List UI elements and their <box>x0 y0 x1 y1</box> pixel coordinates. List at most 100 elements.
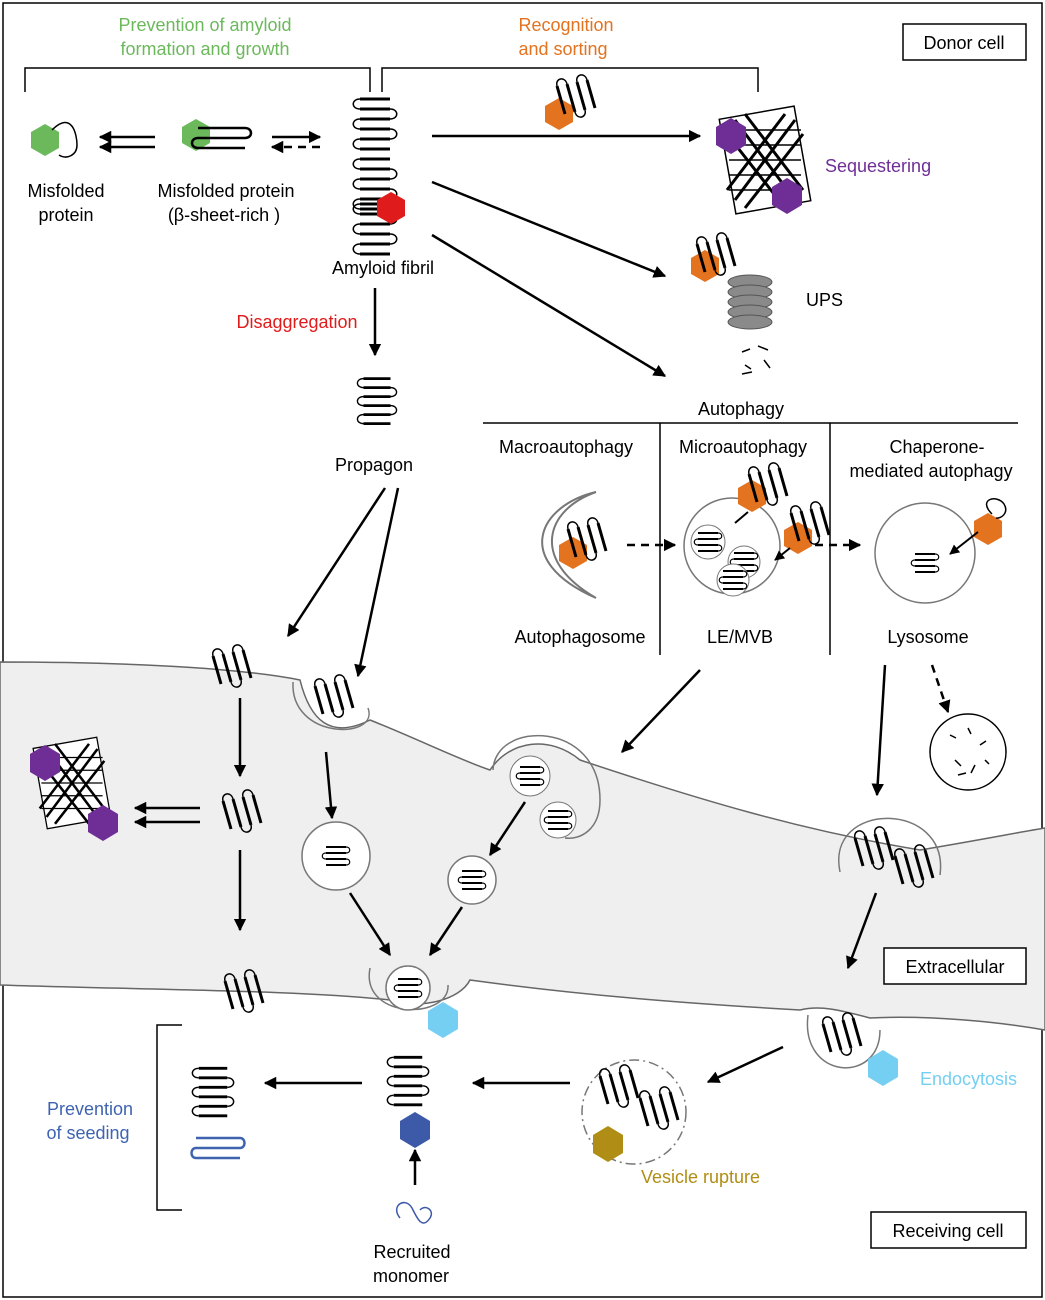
mvb-inner-3 <box>716 563 750 597</box>
recruited-label-2: monomer <box>373 1266 449 1286</box>
donor-cell-box <box>902 23 1027 61</box>
ruptured-fibril-1 <box>598 1063 640 1109</box>
macroautophagy-label: Macroautophagy <box>499 437 633 457</box>
microautophagy-label: Microautophagy <box>679 437 807 457</box>
green-chaperone-1 <box>31 124 59 156</box>
autophagy-label: Autophagy <box>698 399 784 419</box>
red-chaperone <box>377 192 405 224</box>
arrow-to-endocytosis <box>846 892 878 970</box>
autophagosome-membrane <box>541 491 597 599</box>
arrow-cma-into-lysosome <box>949 531 979 555</box>
orange-chaperone-macro <box>559 537 587 569</box>
darkblue-chaperone <box>400 1112 430 1148</box>
recognition-header-line1: Recognition <box>518 15 613 35</box>
prevention-header-line1: Prevention of amyloid <box>118 15 291 35</box>
disaggregation-label: Disaggregation <box>236 312 357 332</box>
endocytosed-fibril <box>821 1011 863 1057</box>
purple-chaperone-4 <box>88 805 118 841</box>
seed-fibril <box>385 1055 431 1107</box>
amyloid-fibril-label: Amyloid fibril <box>332 258 434 278</box>
mvb-fuse-inner-2 <box>539 801 577 839</box>
prevention-bracket <box>24 67 371 92</box>
le-mvb-label: LE/MVB <box>707 627 773 647</box>
mvb-inner-1 <box>690 524 726 560</box>
purple-chaperone-1 <box>716 118 746 154</box>
autophagosome-label: Autophagosome <box>514 627 645 647</box>
misfolded-chain-1 <box>51 121 78 158</box>
arrow-propagon-left <box>286 487 387 638</box>
ups-label: UPS <box>806 290 843 310</box>
purple-chaperone-2 <box>772 178 802 214</box>
cma-label-2: mediated autophagy <box>849 461 1012 481</box>
proteasome <box>727 274 773 330</box>
cma-substrate-chain <box>985 498 1007 519</box>
arrow-endosome-to-rupture <box>706 1045 784 1084</box>
extracellular-box <box>883 947 1027 985</box>
cma-label-1: Chaperone- <box>889 437 984 457</box>
budding-vesicle-left <box>292 681 370 731</box>
extracellular-label: Extracellular <box>905 957 1004 977</box>
receiving-cell-label: Receiving cell <box>892 1221 1003 1241</box>
mvb-fusing-vesicle <box>492 734 601 839</box>
misfolded-beta-label-1: Misfolded protein <box>157 181 294 201</box>
lysosome-label: Lysosome <box>887 627 968 647</box>
prevention-seeding-label-1: Prevention <box>47 1099 133 1119</box>
blue-seeded-strands <box>190 1136 246 1160</box>
olive-chaperone <box>593 1126 623 1162</box>
donor-cell-label: Donor cell <box>923 33 1004 53</box>
extracellular-vesicle-left <box>301 821 371 891</box>
recruited-label-1: Recruited <box>373 1242 450 1262</box>
equilibrium-arrows-1 <box>100 137 155 147</box>
arrow-exosome-to-uptake <box>428 906 464 957</box>
arrow-to-ups <box>431 180 667 278</box>
cyan-receptor-endocytosis <box>868 1050 898 1086</box>
prevention-seeding-label-2: of seeding <box>46 1123 129 1143</box>
green-chaperone-2 <box>182 119 210 151</box>
prevention-header-line2: formation and growth <box>120 39 289 59</box>
exosome-middle <box>447 855 497 905</box>
growing-fibril <box>190 1066 236 1118</box>
autophagy-divider <box>483 422 1018 655</box>
endocytosis-label: Endocytosis <box>920 1069 1017 1089</box>
ruptured-fibril-2 <box>638 1085 680 1131</box>
propagon-label: Propagon <box>335 455 413 475</box>
budding-fibril-left <box>313 673 355 719</box>
arrow-lysosome-degradation <box>930 664 951 714</box>
amyloid-fibril-stack <box>351 97 399 256</box>
arrow-lysosome-to-membrane <box>871 664 887 797</box>
ruptured-vesicle <box>581 1059 687 1165</box>
sequestering-label: Sequestering <box>825 156 931 176</box>
propagon-fibril <box>356 377 398 425</box>
recognition-bracket <box>381 67 759 92</box>
arrow-ev-left-to-uptake <box>348 892 392 957</box>
recruited-monomer-chain <box>395 1201 432 1224</box>
seeding-bracket <box>156 1024 182 1211</box>
degraded-lysosome <box>929 713 1007 791</box>
endocytic-vesicle <box>806 1014 881 1069</box>
receiving-cell-box <box>870 1211 1027 1249</box>
misfolded-label-1: Misfolded <box>27 181 104 201</box>
cyan-receptor-uptake <box>428 1002 458 1038</box>
misfolded-label-2: protein <box>38 205 93 225</box>
lysosome-fusing-vesicle <box>838 817 942 876</box>
extracellular-region <box>0 661 1045 1031</box>
arrow-down-left-2 <box>324 751 338 820</box>
arrow-propagon-right <box>354 487 400 678</box>
recognition-header-line2: and sorting <box>518 39 607 59</box>
vesicle-rupture-label: Vesicle rupture <box>641 1167 760 1187</box>
degraded-fragments-ups <box>741 345 771 375</box>
equilibrium-arrows-3 <box>135 808 200 822</box>
orange-chaperone-cma <box>974 513 1002 545</box>
arrow-micro-internal <box>734 511 791 560</box>
purple-chaperone-3 <box>30 745 60 781</box>
arrow-to-autophagy <box>431 233 667 378</box>
arrow-mvb-exosome <box>488 801 527 857</box>
orange-chaperone-micro-1 <box>738 480 766 512</box>
beta-sheet-protein <box>190 126 253 150</box>
orange-chaperone-top <box>545 98 573 130</box>
misfolded-beta-label-2: (β-sheet-rich ) <box>168 205 280 225</box>
uptake-vesicle-inner <box>385 965 431 1011</box>
arrow-mvb-to-membrane <box>621 669 701 753</box>
